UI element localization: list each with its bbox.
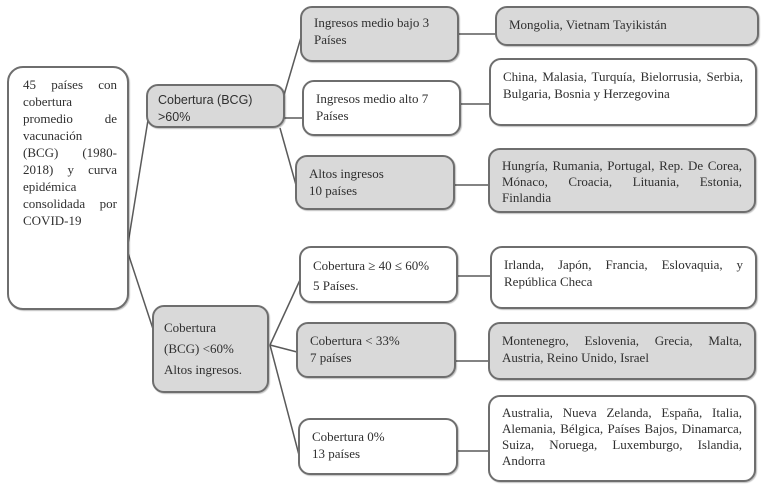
- branch-node-over-60-text: Cobertura (BCG) >60%: [158, 93, 253, 124]
- group-node-text: Ingresos medio alto 7 Países: [316, 91, 429, 123]
- countries-cobertura-0: Australia, Nueva Zelanda, España, Italia…: [488, 395, 756, 482]
- root-node: 45 países con cobertura promedio de vacu…: [7, 66, 129, 310]
- group-node-text: Cobertura 0% 13 países: [312, 429, 385, 461]
- group-node-ingresos-medio-alto: Ingresos medio alto 7 Países: [302, 80, 461, 136]
- countries-ingresos-medio-alto: China, Malasia, Turquía, Bielorrusia, Se…: [489, 58, 757, 126]
- link-over-60-to-medio-bajo: [283, 33, 303, 96]
- countries-ingresos-medio-bajo: Mongolia, Vietnam Tayikistán: [495, 6, 759, 46]
- countries-text: Mongolia, Vietnam Tayikistán: [509, 17, 667, 32]
- countries-text: Irlanda, Japón, Francia, Eslovaquia, y R…: [504, 257, 743, 289]
- group-node-text: Cobertura ≥ 40 ≤ 60% 5 Países.: [313, 258, 430, 293]
- link-under-60-to-under-33: [269, 344, 298, 353]
- branch-node-under-60: Cobertura (BCG) <60% Altos ingresos.: [152, 305, 269, 393]
- link-over-60-to-altos: [279, 127, 297, 186]
- group-node-cobertura-40-60: Cobertura ≥ 40 ≤ 60% 5 Países.: [299, 246, 458, 303]
- countries-text: China, Malasia, Turquía, Bielorrusia, Se…: [503, 69, 743, 101]
- group-node-text: Cobertura < 33% 7 países: [310, 333, 400, 365]
- countries-text: Hungría, Rumania, Portugal, Rep. De Core…: [502, 158, 742, 205]
- group-node-text: Altos ingresos 10 países: [309, 166, 384, 198]
- link-under-60-to-40-60: [269, 279, 301, 346]
- root-node-text: 45 países con cobertura promedio de vacu…: [23, 77, 117, 228]
- link-root-to-over-60: [126, 119, 149, 251]
- group-node-ingresos-medio-bajo: Ingresos medio bajo 3 Países: [300, 6, 459, 62]
- group-node-cobertura-under-33: Cobertura < 33% 7 países: [296, 322, 456, 378]
- countries-cobertura-under-33: Montenegro, Eslovenia, Grecia, Malta, Au…: [488, 322, 756, 380]
- countries-text: Montenegro, Eslovenia, Grecia, Malta, Au…: [502, 333, 742, 365]
- group-node-altos-ingresos: Altos ingresos 10 países: [295, 155, 455, 210]
- group-node-cobertura-0: Cobertura 0% 13 países: [298, 418, 458, 475]
- link-root-to-under-60: [126, 249, 156, 336]
- countries-altos-ingresos: Hungría, Rumania, Portugal, Rep. De Core…: [488, 148, 756, 213]
- link-under-60-to-0: [269, 344, 300, 456]
- countries-text: Australia, Nueva Zelanda, España, Italia…: [502, 405, 742, 468]
- branch-node-over-60: Cobertura (BCG) >60%: [146, 84, 285, 128]
- group-node-text: Ingresos medio bajo 3 Países: [314, 15, 430, 47]
- countries-cobertura-40-60: Irlanda, Japón, Francia, Eslovaquia, y R…: [490, 246, 757, 309]
- branch-node-under-60-text: Cobertura (BCG) <60% Altos ingresos.: [164, 320, 242, 377]
